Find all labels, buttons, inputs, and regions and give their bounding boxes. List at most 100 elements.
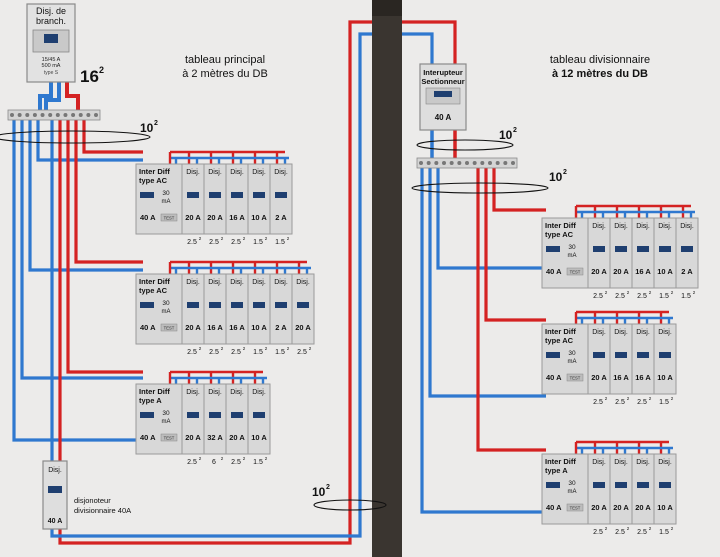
breaker-section-exp: 2: [693, 290, 696, 295]
rcd-rating: 40 A: [546, 267, 562, 276]
isolator-label-2: Sectionneur: [421, 77, 464, 86]
rcd-test-button: [566, 373, 584, 382]
breaker-rating: 16 A: [635, 373, 651, 382]
breaker-section-exp: 2: [199, 346, 202, 351]
breaker-section: 2.5: [231, 239, 241, 246]
breaker-section-exp: 2: [649, 526, 652, 531]
svg-text:10: 10: [499, 128, 513, 142]
main-busbar-screw: [78, 113, 83, 117]
breaker-section: 2.5: [615, 399, 625, 406]
breaker-section: 2.5: [297, 349, 307, 356]
breaker-label: Disj.: [208, 279, 222, 286]
cable-marker-sub: [416, 139, 514, 151]
rcd-body: [135, 273, 183, 345]
breaker-section: 2.5: [209, 349, 219, 356]
breaker-1: Disj.20 A2.52: [181, 273, 205, 356]
sub-busbar-screw: [434, 161, 439, 165]
breaker-section: 1.5: [659, 529, 669, 536]
rcd-label-2: type AC: [139, 176, 168, 185]
breaker-section-exp: 2: [309, 346, 312, 351]
svg-text:2: 2: [154, 120, 158, 127]
breaker-4: Disj.10 A1.52: [653, 453, 677, 536]
breaker-section: 2.5: [615, 293, 625, 300]
breaker-toggle: [637, 352, 649, 358]
breaker-toggle: [187, 192, 199, 198]
rcd-unit: mA: [162, 419, 171, 425]
rcd-label-1: Inter Diff: [545, 221, 576, 230]
breaker-rating: 20 A: [185, 213, 201, 222]
breaker-toggle: [593, 246, 605, 252]
breaker-label: Disj.: [296, 279, 310, 286]
breaker-label: Disj.: [208, 389, 222, 396]
breaker-section-exp: 2: [221, 346, 224, 351]
rcd-label-2: type AC: [139, 286, 168, 295]
breaker-toggle: [209, 302, 221, 308]
breaker-rating: 20 A: [591, 373, 607, 382]
rcd-toggle: [546, 352, 560, 358]
breaker-rating: 10 A: [251, 433, 267, 442]
breaker-section-exp: 2: [199, 456, 202, 461]
breaker-3: Disj.20 A2.52: [631, 453, 655, 536]
breaker-section: 2.5: [231, 459, 241, 466]
sub-busbar-screw: [419, 161, 423, 165]
rcd-sensitivity: 30: [568, 350, 576, 357]
breaker-section-exp: 2: [221, 236, 224, 241]
breaker-rating: 16 A: [613, 373, 629, 382]
breaker-section: 1.5: [681, 293, 691, 300]
rcd-body: [135, 383, 183, 455]
rcd-sensitivity: 30: [568, 480, 576, 487]
rcd-sensitivity: 30: [162, 410, 170, 417]
rcd-unit: mA: [162, 199, 171, 205]
breaker-label: Disj.: [592, 459, 606, 466]
breaker-rating: 20 A: [635, 503, 651, 512]
breaker-1: Disj.20 A2.52: [587, 217, 611, 300]
breaker-label: Disj.: [614, 459, 628, 466]
wires: [12, 20, 546, 545]
sub-busbar-screw: [457, 161, 462, 165]
main-busbar-screw: [40, 113, 45, 117]
breaker-section-exp: 2: [605, 290, 608, 295]
cable-marker-main: [0, 130, 151, 144]
rcd-unit: mA: [162, 309, 171, 315]
breaker-section-exp: 2: [265, 456, 268, 461]
rcd-toggle: [546, 246, 560, 252]
cable-label-sub-bus-2: 10 2: [549, 169, 567, 184]
breaker-3: Disj.16 A2.52: [225, 163, 249, 246]
rcd-test-label: TEST: [570, 270, 581, 275]
breaker-5: Disj.2 A1.52: [269, 273, 293, 356]
breaker-label: Disj.: [658, 459, 672, 466]
breaker-section: 2.5: [637, 529, 647, 536]
wire-sub-p-row1: [492, 166, 546, 212]
wire-main-n-row2b: [20, 118, 143, 380]
breaker-label: Disj.: [208, 169, 222, 176]
cable-label-sub-bus: 10 2: [499, 127, 517, 142]
breaker-label: Disj.: [636, 329, 650, 336]
rcd-label-2: type A: [139, 396, 162, 405]
breaker-label: Disj.: [230, 169, 244, 176]
sub-busbar-screw: [449, 161, 454, 165]
sub-busbar-screw: [511, 161, 515, 165]
breaker-toggle: [187, 302, 199, 308]
main-breaker-title-2: branch.: [36, 16, 66, 26]
breaker-section-exp: 2: [243, 456, 246, 461]
breaker-section: 1.5: [275, 349, 285, 356]
rcd-unit: mA: [568, 489, 577, 495]
svg-text:10: 10: [140, 121, 154, 135]
sub-busbar-screw: [503, 161, 508, 165]
breaker-body: [269, 163, 293, 235]
wire-main-n-row3: [12, 118, 143, 442]
rcd-toggle: [140, 192, 154, 198]
breaker-rating: 16 A: [229, 213, 245, 222]
breaker-1: Disj.20 A2.52: [587, 453, 611, 536]
rcd-label-1: Inter Diff: [139, 387, 170, 396]
main-busbar-body: [7, 109, 101, 121]
breaker-section: 1.5: [659, 399, 669, 406]
breaker-label: Disj.: [636, 223, 650, 230]
rcd-label-1: Inter Diff: [139, 277, 170, 286]
rcd-test-button: [160, 323, 178, 332]
svg-text:10: 10: [549, 170, 563, 184]
wire-main-p-row3: [66, 118, 143, 374]
